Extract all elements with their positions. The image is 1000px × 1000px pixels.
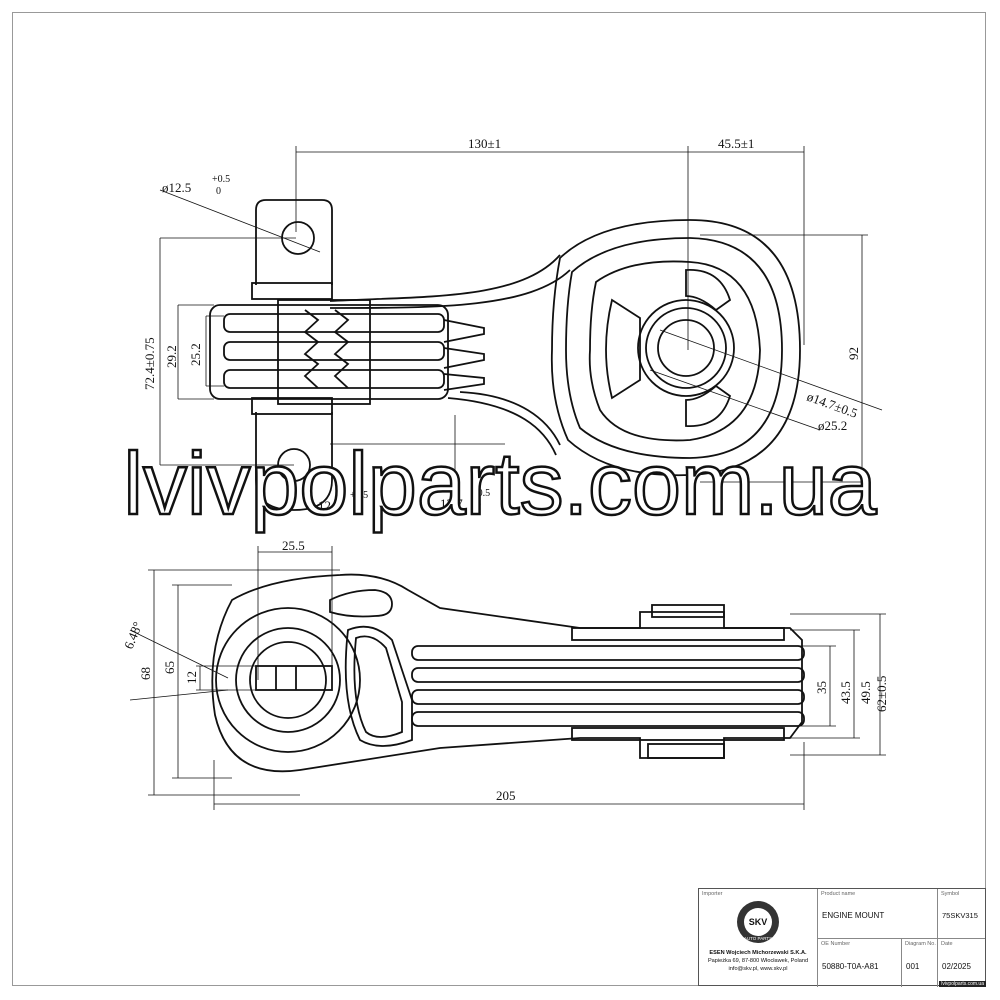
side-view <box>211 573 805 773</box>
dim-130: 130±1 <box>468 136 501 151</box>
dim-12: 12 <box>184 671 199 684</box>
dim-92: 92 <box>846 347 861 360</box>
drawing-frame <box>12 12 986 986</box>
date-label: Date <box>941 941 953 947</box>
importer-name: ESEN Wojciech Michorzewski S.K.A. <box>709 950 807 956</box>
dim-35: 35 <box>814 681 829 694</box>
product-value: ENGINE MOUNT <box>822 911 885 920</box>
side-view-dimensions <box>129 546 886 810</box>
importer-contact: info@skv.pl, www.skv.pl <box>728 966 788 972</box>
dimension-labels: 130±1 45.5±1 ø12.5 +0.5 0 72.4±0.75 29.2… <box>121 136 889 803</box>
dim-13-7-tol-bot: 0 <box>476 500 481 511</box>
dim-43-5: 43.5 <box>838 681 853 704</box>
importer-street: Papieżka 69, 87-800 Włocławek, Poland <box>707 958 809 964</box>
dim-72-4: 72.4±0.75 <box>142 337 157 390</box>
dim-45-5: 45.5±1 <box>718 136 754 151</box>
product-label: Product name <box>821 891 856 897</box>
oe-label: OE Number <box>821 941 851 947</box>
dim-14-7: ø14.7±0.5 <box>805 389 860 421</box>
dim-65: 65 <box>162 661 177 674</box>
skv-logo-ring-text: AUTO PARTS <box>744 936 772 941</box>
diagram-label: Diagram No. <box>905 941 936 947</box>
product-cell: Product name ENGINE MOUNT <box>817 889 937 938</box>
dim-12-5-tol-bot: 0 <box>216 186 221 197</box>
importer-address: ESEN Wojciech Michorzewski S.K.A. Papież… <box>699 949 817 973</box>
dim-25-2-dia: ø25.2 <box>818 418 847 433</box>
importer-label: Importer <box>702 891 723 897</box>
dim-12-5: ø12.5 <box>162 180 191 195</box>
skv-logo: SKV AUTO PARTS <box>737 901 779 943</box>
oe-cell: OE Number 50880-T0A-A81 <box>817 938 901 987</box>
dim-49-5: 49.5 <box>858 681 873 704</box>
dim-13-7: 13.7 <box>440 496 463 511</box>
dim-25-2-side: 25.2 <box>188 343 203 366</box>
dim-25-5: 25.5 <box>282 538 305 553</box>
symbol-cell: Symbol 75SKV315 <box>937 889 985 938</box>
dim-12-2-tol: +0.5 <box>350 490 368 501</box>
skv-logo-text: SKV <box>749 917 768 927</box>
dim-205: 205 <box>496 788 516 803</box>
dim-29-2: 29.2 <box>164 345 179 368</box>
footer-url-tag: lvivpolparts.com.ua <box>939 981 986 987</box>
diagram-value: 001 <box>906 962 920 971</box>
importer-cell: Importer SKV AUTO PARTS ESEN Wojciech Mi… <box>699 889 817 987</box>
dim-68: 68 <box>138 667 153 680</box>
symbol-value: 75SKV315 <box>942 911 978 920</box>
date-cell: Date 02/2025 <box>937 938 985 987</box>
watermark-text: lvivpolparts.com.ua <box>122 434 878 533</box>
top-view-dimensions <box>159 146 883 483</box>
oe-value: 50880-T0A-A81 <box>822 962 879 971</box>
dim-12-5-tol-top: +0.5 <box>212 174 230 185</box>
dim-12-2: 12.2 <box>318 498 341 513</box>
date-value: 02/2025 <box>942 962 971 971</box>
diagram-cell: Diagram No. 001 <box>901 938 937 987</box>
dim-62: 62±0.5 <box>874 676 889 712</box>
top-view <box>209 199 801 511</box>
symbol-label: Symbol <box>941 891 960 897</box>
dim-13-7-tol-top: +0.5 <box>472 488 490 499</box>
title-block: Importer SKV AUTO PARTS ESEN Wojciech Mi… <box>698 888 986 987</box>
